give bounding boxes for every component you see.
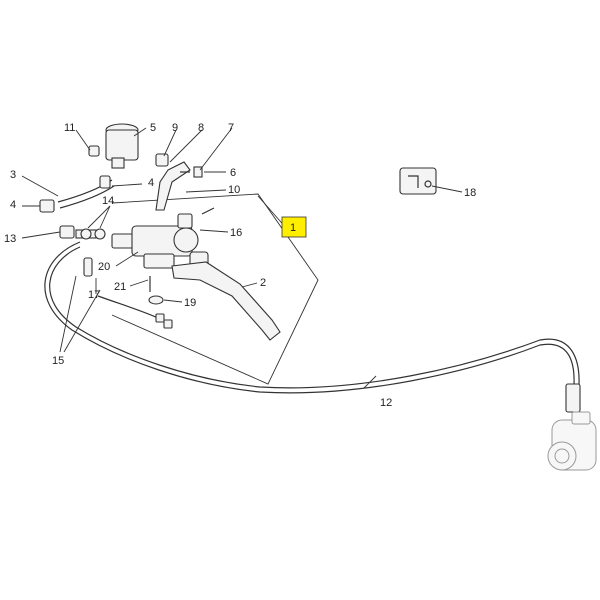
assembly-outline bbox=[111, 193, 319, 385]
callout-9: 9 bbox=[172, 122, 178, 134]
callout-21: 21 bbox=[114, 281, 126, 293]
washer-a bbox=[80, 228, 92, 240]
slave-cylinder bbox=[547, 383, 597, 471]
callout-11: 11 bbox=[64, 122, 75, 134]
callout-17: 17 bbox=[88, 289, 100, 301]
callout-2: 2 bbox=[260, 277, 266, 289]
callout-14: 14 bbox=[102, 195, 114, 207]
switch-wire bbox=[97, 295, 159, 319]
cap-screw bbox=[88, 145, 100, 157]
washer-b bbox=[94, 228, 106, 240]
callout-10: 10 bbox=[228, 184, 240, 196]
washer-19 bbox=[148, 295, 164, 305]
clutch-lever bbox=[171, 261, 281, 341]
callout-3: 3 bbox=[10, 169, 16, 181]
callout-20: 20 bbox=[98, 261, 110, 273]
clip-18 bbox=[399, 167, 437, 195]
callout-labels: 1 2 3 4 4 5 6 7 8 9 10 11 12 13 14 15 16… bbox=[4, 122, 476, 409]
master-cylinder bbox=[111, 213, 199, 269]
connector-b bbox=[163, 319, 173, 329]
bracket bbox=[155, 161, 191, 211]
callout-4b: 4 bbox=[10, 199, 16, 211]
clutch-hose bbox=[44, 241, 575, 394]
callout-6: 6 bbox=[230, 167, 236, 179]
callout-1: 1 bbox=[290, 222, 296, 234]
callout-16: 16 bbox=[230, 227, 242, 239]
fluid-reservoir bbox=[105, 123, 139, 169]
hose-clamp-upper bbox=[99, 175, 111, 189]
hose-clamp-lower bbox=[39, 199, 55, 213]
callout-19: 19 bbox=[184, 297, 196, 309]
highlight-box bbox=[281, 216, 307, 238]
pin-20 bbox=[83, 257, 93, 277]
callout-18: 18 bbox=[464, 187, 476, 199]
screw-10 bbox=[201, 207, 215, 215]
fluid-line-inner bbox=[59, 185, 115, 209]
callout-4a: 4 bbox=[148, 177, 154, 189]
callout-7: 7 bbox=[228, 122, 234, 134]
callout-5: 5 bbox=[150, 122, 156, 134]
bolt-7 bbox=[180, 166, 203, 178]
clutch-hose-inner bbox=[49, 246, 580, 389]
callout-12: 12 bbox=[380, 397, 392, 409]
bushing bbox=[155, 153, 169, 167]
callout-15: 15 bbox=[52, 355, 64, 367]
callout-8: 8 bbox=[198, 122, 204, 134]
callout-13: 13 bbox=[4, 233, 16, 245]
connector-a bbox=[155, 313, 165, 323]
